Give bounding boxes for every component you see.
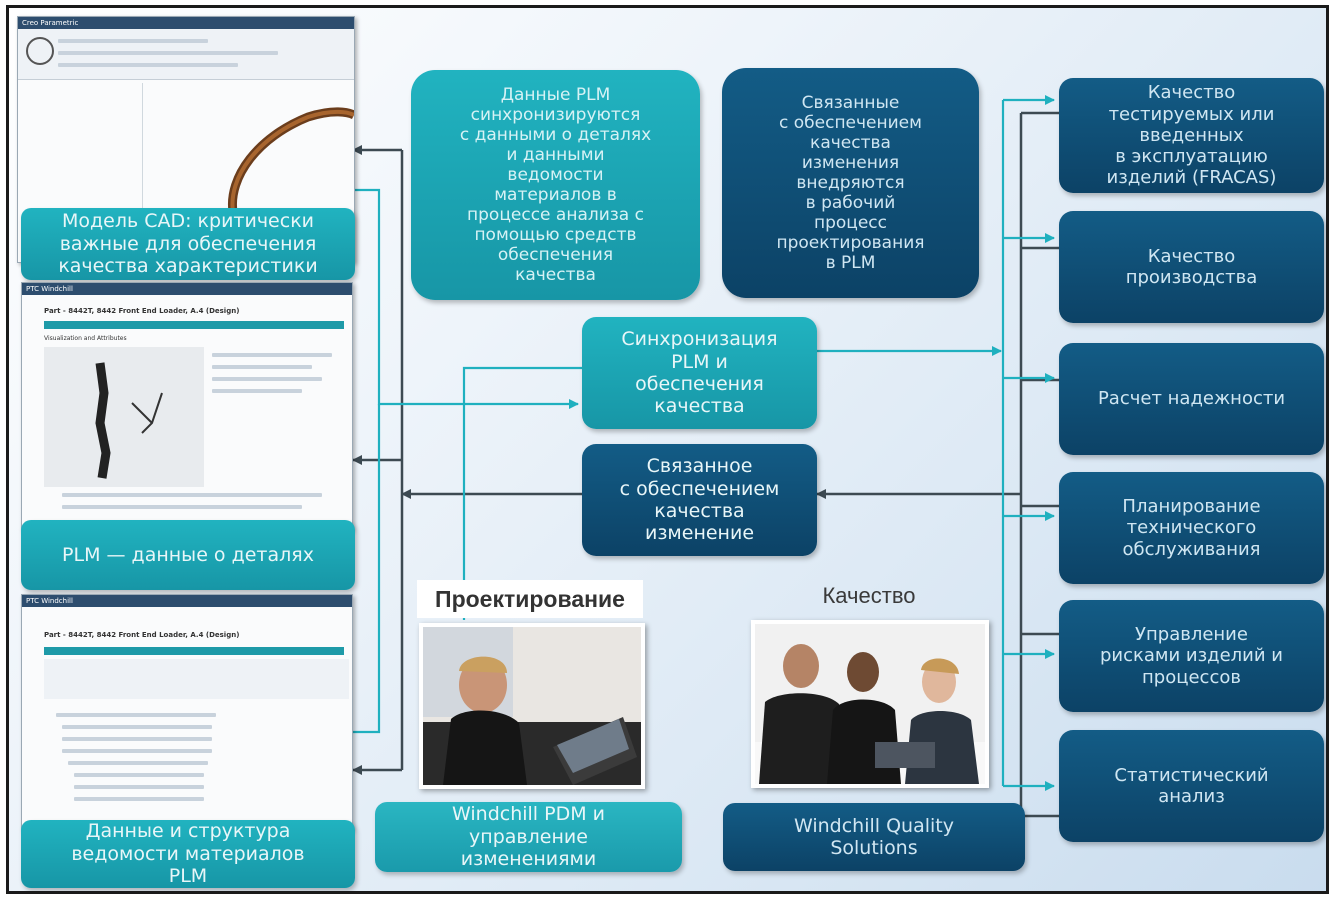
bom-screenshot: PTC Windchill Part - 8442T, 8442 Front E… bbox=[21, 594, 353, 830]
parts-caption: PLM — данные о деталях bbox=[21, 520, 355, 590]
diagram-frame: Creo Parametric Модель CAD: критически в… bbox=[6, 5, 1329, 894]
cad-model-tree bbox=[22, 83, 143, 243]
pdm-caption: Windchill PDM и управление изменениями bbox=[375, 802, 682, 872]
cad-window-title: Creo Parametric bbox=[18, 17, 354, 29]
parts-viewer bbox=[44, 347, 204, 487]
cad-model-view bbox=[227, 107, 354, 213]
connector-lines bbox=[352, 95, 1059, 818]
cad-to-sync-teal bbox=[353, 188, 579, 409]
sync-box: Синхронизация PLM и обеспечения качества bbox=[582, 317, 817, 429]
bom-to-sync-teal bbox=[353, 404, 381, 734]
bom-toolbar bbox=[44, 659, 349, 699]
bom-heading: Part - 8442T, 8442 Front End Loader, A.4… bbox=[44, 631, 240, 639]
change-box: Связанное с обеспечением качества измене… bbox=[582, 444, 817, 556]
right-box-production: Качество производства bbox=[1059, 211, 1324, 323]
design-photo bbox=[419, 623, 645, 789]
right-box-statistics: Статистический анализ bbox=[1059, 730, 1324, 842]
bom-app-title: PTC Windchill bbox=[22, 595, 352, 607]
parts-app-title: PTC Windchill bbox=[22, 283, 352, 295]
right-box-fracas: Качество тестируемых или введенных в экс… bbox=[1059, 78, 1324, 193]
right-box-maintenance: Планирование технического обслуживания bbox=[1059, 472, 1324, 584]
design-heading: Проектирование bbox=[417, 580, 643, 618]
wqs-caption: Windchill Quality Solutions bbox=[723, 803, 1025, 871]
engineer-at-laptop-image bbox=[423, 627, 641, 785]
design-to-sync-teal bbox=[462, 366, 582, 620]
parts-model-render bbox=[95, 362, 163, 479]
cad-caption: Модель CAD: критически важные для обеспе… bbox=[21, 208, 355, 280]
quality-heading: Качество bbox=[822, 583, 916, 608]
bom-caption: Данные и структура ведомости материалов … bbox=[21, 820, 355, 888]
parts-heading: Part - 8442T, 8442 Front End Loader, A.4… bbox=[44, 307, 240, 315]
parts-screenshot: PTC Windchill Part - 8442T, 8442 Front E… bbox=[21, 282, 353, 530]
quality-changes-note: Связанные с обеспечением качества измене… bbox=[722, 68, 979, 298]
quality-photo bbox=[751, 620, 989, 788]
team-meeting-image bbox=[755, 624, 985, 784]
right-box-reliability: Расчет надежности bbox=[1059, 343, 1324, 455]
parts-section: Visualization and Attributes bbox=[44, 335, 127, 342]
cad-circle-icon bbox=[26, 37, 54, 65]
plm-sync-note: Данные PLM синхронизируются с данными о … bbox=[411, 70, 700, 300]
right-box-risk: Управление рисками изделий и процессов bbox=[1059, 600, 1324, 712]
